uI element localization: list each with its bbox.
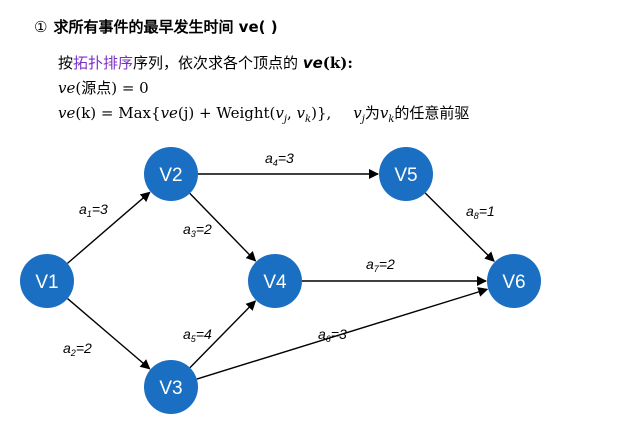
v-subscript: j (283, 114, 287, 125)
desc-text: 按 (58, 54, 74, 72)
source-formula: (源点) = 0 (75, 79, 149, 97)
ve-argument: (k): (322, 54, 353, 72)
edge-v5-v6 (424, 192, 495, 262)
ve-symbol: ve (58, 79, 76, 97)
v-symbol: v (353, 104, 362, 122)
node-circle (144, 147, 198, 201)
node-label: V4 (263, 272, 287, 293)
edge-label-a1: a1=3 (79, 201, 108, 219)
node-v1: V1 (20, 254, 74, 308)
edge-label-a6: a6=3 (318, 326, 347, 344)
formula-part: (k) = Max{ (75, 104, 161, 122)
ve-symbol: ve (160, 104, 178, 122)
section-heading-text: 求所有事件的最早发生时间 ve( ) (53, 18, 278, 36)
node-v6: V6 (487, 254, 541, 308)
node-label: V3 (159, 378, 182, 399)
v-subscript: j (361, 114, 365, 125)
edge-v1-v2 (66, 191, 151, 264)
ve-symbol: ve (58, 104, 76, 122)
v-subscript: k (388, 114, 395, 125)
edge-v3-v4 (189, 300, 257, 369)
edge-v3-v6 (196, 287, 489, 380)
section-title: ① 求所有事件的最早发生时间 ve( ) (34, 16, 278, 37)
node-label: V2 (159, 165, 182, 186)
v-symbol: v (379, 104, 389, 122)
formula-part: , (287, 104, 297, 122)
v-subscript: k (305, 114, 312, 125)
edge-label-a7: a7=2 (366, 256, 395, 274)
node-circle (144, 360, 198, 414)
section-number: ① (34, 18, 48, 36)
description-line-3: ve(k) = Max{ve(j) + Weight(vj, vk)},vj为v… (58, 102, 469, 125)
formula-part: 为 (364, 104, 380, 122)
formula-part: )}, (311, 104, 332, 122)
node-circle (20, 254, 74, 308)
formula-part: (j) + Weight( (177, 104, 276, 122)
edge-v2-v4 (189, 192, 257, 262)
node-label: V5 (394, 165, 417, 186)
v-symbol: v (275, 104, 284, 122)
node-v4: V4 (248, 254, 302, 308)
description-line-1: 按拓扑排序序列，依次求各个顶点的 ve(k): (58, 52, 353, 73)
node-label: V6 (502, 272, 525, 293)
description-line-2: ve(源点) = 0 (58, 77, 149, 98)
edge-label-a8: a8=1 (466, 203, 495, 221)
node-circle (379, 147, 433, 201)
topological-sort-highlight: 拓扑排序 (73, 54, 134, 72)
node-label: V1 (35, 272, 58, 293)
node-v2: V2 (144, 147, 198, 201)
node-v3: V3 (144, 360, 198, 414)
formula-part: 的任意前驱 (394, 104, 470, 122)
edge-label-a3: a3=2 (183, 221, 212, 239)
edge-v1-v3 (67, 298, 151, 370)
ve-symbol: ve (302, 54, 323, 72)
desc-text: 序列，依次求各个顶点的 (133, 54, 303, 72)
edge-label-a5: a5=4 (183, 326, 212, 344)
v-symbol: v (296, 104, 306, 122)
node-v5: V5 (379, 147, 433, 201)
node-circle (248, 254, 302, 308)
edge-label-a4: a4=3 (265, 150, 294, 168)
node-circle (487, 254, 541, 308)
edge-label-a2: a2=2 (63, 340, 92, 358)
